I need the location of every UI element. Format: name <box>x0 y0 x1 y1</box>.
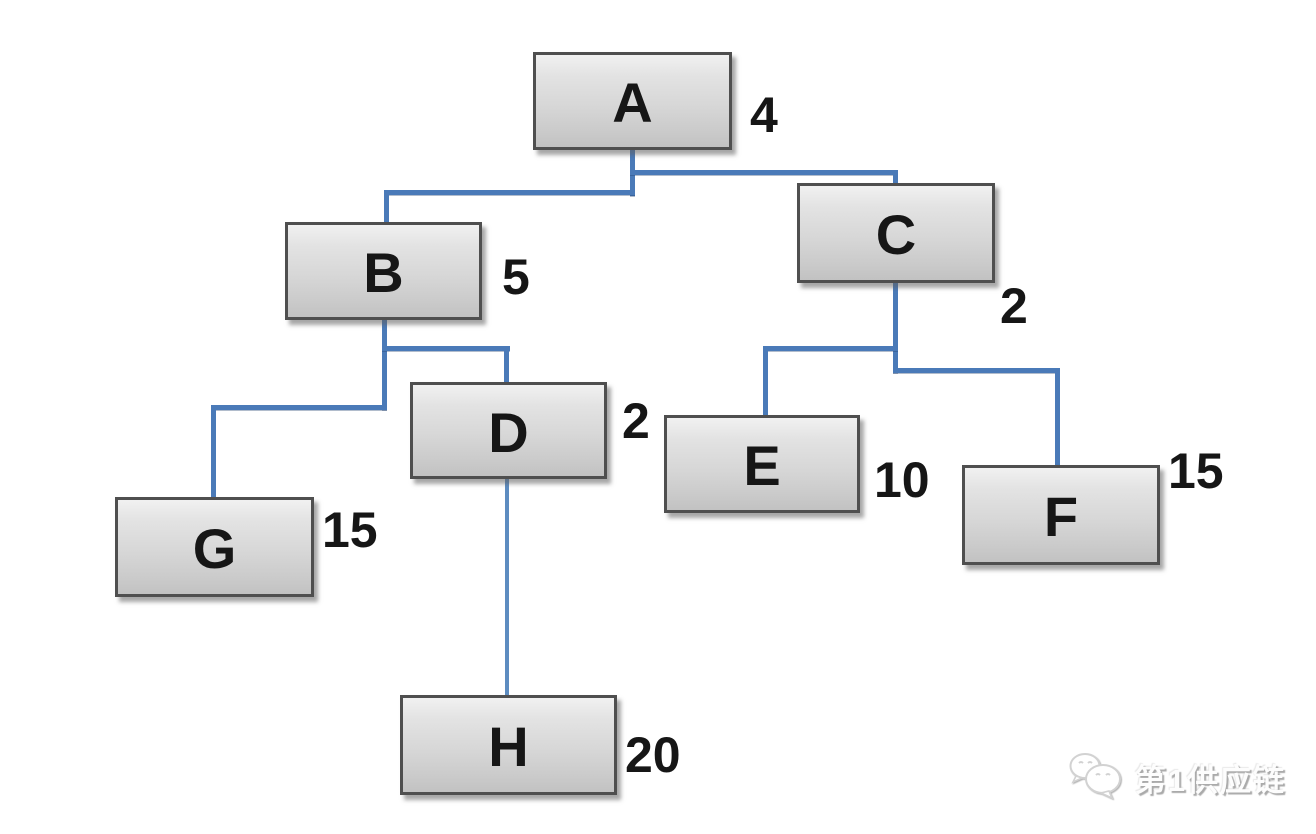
node-b-quantity: 5 <box>502 249 530 305</box>
node-h-quantity: 20 <box>625 727 681 783</box>
connector-b-g-drop <box>211 405 216 499</box>
node-h-label: H <box>488 715 529 778</box>
watermark: 第1供应链 <box>1065 751 1286 804</box>
connector-d-h-vertical <box>505 479 509 697</box>
connector-a-b-drop <box>384 190 389 224</box>
connector-c-stub <box>893 283 898 373</box>
connector-c-f-drop <box>1055 368 1060 467</box>
connector-b-d-horizontal <box>382 346 510 351</box>
node-b: B <box>285 222 482 320</box>
node-g: G <box>115 497 314 597</box>
node-d: D <box>410 382 607 479</box>
node-h: H <box>400 695 617 795</box>
connector-c-f-horizontal <box>893 368 1060 373</box>
node-d-label: D <box>488 400 529 464</box>
node-e: E <box>664 415 860 513</box>
node-e-label: E <box>743 434 781 497</box>
node-a-quantity: 4 <box>750 87 778 143</box>
chat-bubbles-icon <box>1065 751 1127 804</box>
connector-b-stub <box>382 320 387 410</box>
node-g-label: G <box>192 517 237 580</box>
node-e-quantity: 10 <box>874 452 930 508</box>
connector-c-e-horizontal <box>763 346 898 351</box>
watermark-text: 第1供应链 <box>1134 763 1286 798</box>
node-a-label: A <box>612 71 653 134</box>
connector-c-e-drop <box>763 346 768 417</box>
node-f: F <box>962 465 1160 565</box>
node-a: A <box>533 52 732 150</box>
connector-b-d-drop <box>504 346 509 384</box>
connector-b-g-horizontal <box>211 405 387 410</box>
node-d-quantity: 2 <box>622 393 650 449</box>
node-c-label: C <box>875 203 917 266</box>
connector-a-c-horizontal <box>630 170 898 175</box>
node-f-quantity: 15 <box>1168 443 1224 499</box>
node-c-quantity: 2 <box>1000 278 1028 334</box>
connector-a-c-drop <box>893 170 898 186</box>
connector-a-b-horizontal <box>384 190 635 195</box>
node-f-label: F <box>1043 485 1079 548</box>
node-g-quantity: 15 <box>322 502 378 558</box>
node-b-label: B <box>363 241 404 304</box>
node-c: C <box>797 183 995 283</box>
